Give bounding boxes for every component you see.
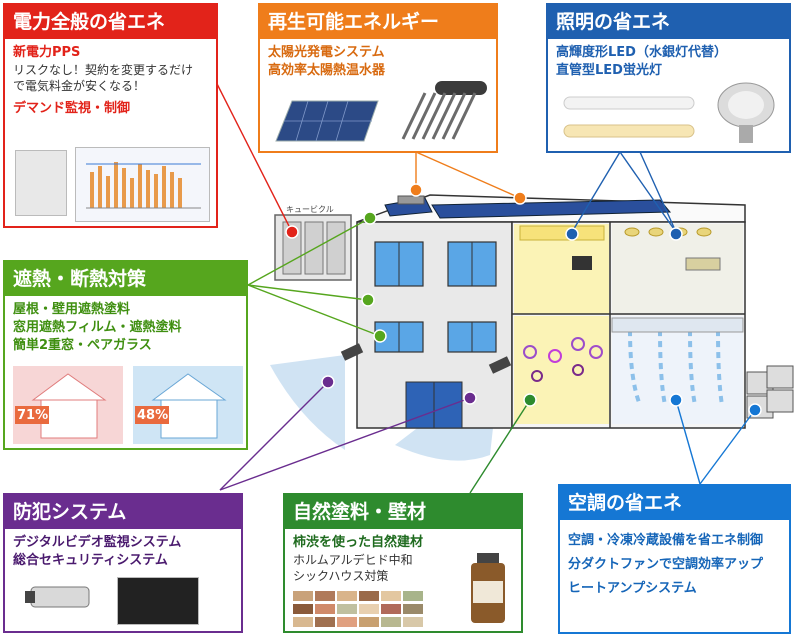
camera-icon [488, 356, 512, 374]
summer-house-image: 71% [13, 366, 123, 444]
panel-lighting: 照明の省エネ 高輝度形LED（水銀灯代替） 直管型LED蛍光灯 [546, 3, 791, 153]
hvac-heatamp: ヒートアンプシステム [568, 581, 697, 596]
security-camera-image [23, 579, 103, 619]
renewable-heater: 高効率太陽熱温水器 [268, 63, 386, 78]
demand-graph-image [75, 147, 210, 222]
solar-panel-image [272, 97, 382, 145]
outdoor-ac-unit [766, 365, 794, 389]
security-video: デジタルビデオ監視システム [13, 535, 182, 550]
panel-title: 照明の省エネ [548, 5, 789, 39]
marker-dot [523, 393, 537, 407]
hvac-duct: 分ダクトファンで空調効率アップ [568, 557, 764, 572]
demand-monitor-image [15, 150, 67, 216]
marker-dot [669, 393, 683, 407]
marker-dot [321, 375, 335, 389]
winter-percent: 48% [137, 408, 169, 423]
lighting-led-tube: 直管型LED蛍光灯 [556, 63, 662, 78]
marker-dot [513, 191, 527, 205]
panel-title: 防犯システム [5, 495, 241, 529]
marker-dot [565, 227, 579, 241]
power-pps: 新電力PPS [13, 45, 81, 60]
panel-hvac: 空調の省エネ 空調・冷凍冷蔵設備を省エネ制御 分ダクトファンで空調効率アップ ヒ… [558, 484, 791, 634]
panel-title: 自然塗料・壁材 [285, 495, 521, 529]
led-tube-image [560, 93, 700, 145]
natural-formaldehyde: ホルムアルデヒド中和 [293, 553, 413, 567]
marker-dot [669, 227, 683, 241]
renewable-solar: 太陽光発電システム [268, 45, 385, 60]
panel-title: 遮熱・断熱対策 [5, 262, 246, 296]
security-total: 総合セキュリティシステム [13, 553, 168, 568]
marker-dot [748, 403, 762, 417]
paint-bottle-image [463, 551, 513, 627]
marker-dot [373, 329, 387, 343]
panel-title: 空調の省エネ [560, 486, 789, 520]
marker-dot [463, 391, 477, 405]
hvac-control: 空調・冷凍冷蔵設備を省エネ制御 [568, 533, 764, 548]
power-desc-2: で電気料金が安くなる！ [13, 79, 146, 93]
lighting-led-hid: 高輝度形LED（水銀灯代替） [556, 45, 727, 60]
camera-icon [340, 343, 364, 361]
solar-panel-roof [431, 199, 672, 219]
panel-title: 再生可能エネルギー [260, 5, 496, 39]
summer-percent: 71% [17, 408, 49, 423]
insulation-window: 窓用遮熱フィルム・遮熱塗料 [13, 320, 182, 335]
marker-dot [361, 293, 375, 307]
insulation-roof: 屋根・壁用遮熱塗料 [13, 302, 131, 317]
insulation-double: 簡単2重窓・ペアガラス [13, 338, 152, 353]
outdoor-ac-unit [766, 389, 794, 413]
marker-dot [363, 211, 377, 225]
marker-dot [285, 225, 299, 239]
panel-natural: 自然塗料・壁材 柿渋を使った自然建材 ホルムアルデヒド中和 シックハウス対策 [283, 493, 523, 633]
power-demand: デマンド監視・制御 [13, 101, 131, 116]
winter-house-image: 48% [133, 366, 243, 444]
natural-kakishibu: 柿渋を使った自然建材 [293, 535, 424, 550]
solar-water-heater-image [395, 75, 493, 145]
monitor-image [117, 577, 199, 625]
cubicle-label: キュービクル [286, 205, 334, 214]
paint-sample-image [293, 591, 443, 629]
panel-power: 電力全般の省エネ 新電力PPS リスクなし！契約を変更するだけ で電気料金が安く… [3, 3, 218, 228]
panel-security: 防犯システム デジタルビデオ監視システム 総合セキュリティシステム [3, 493, 243, 633]
panel-title: 電力全般の省エネ [5, 5, 216, 39]
panel-insulation: 遮熱・断熱対策 屋根・壁用遮熱塗料 窓用遮熱フィルム・遮熱塗料 簡単2重窓・ペア… [3, 260, 248, 450]
natural-sickhouse: シックハウス対策 [293, 569, 389, 583]
panel-renewable: 再生可能エネルギー 太陽光発電システム 高効率太陽熱温水器 [258, 3, 498, 153]
water-heater-roof [397, 195, 425, 205]
marker-dot [409, 183, 423, 197]
led-bulb-image [713, 79, 779, 149]
power-desc-1: リスクなし！契約を変更するだけ [13, 63, 194, 77]
